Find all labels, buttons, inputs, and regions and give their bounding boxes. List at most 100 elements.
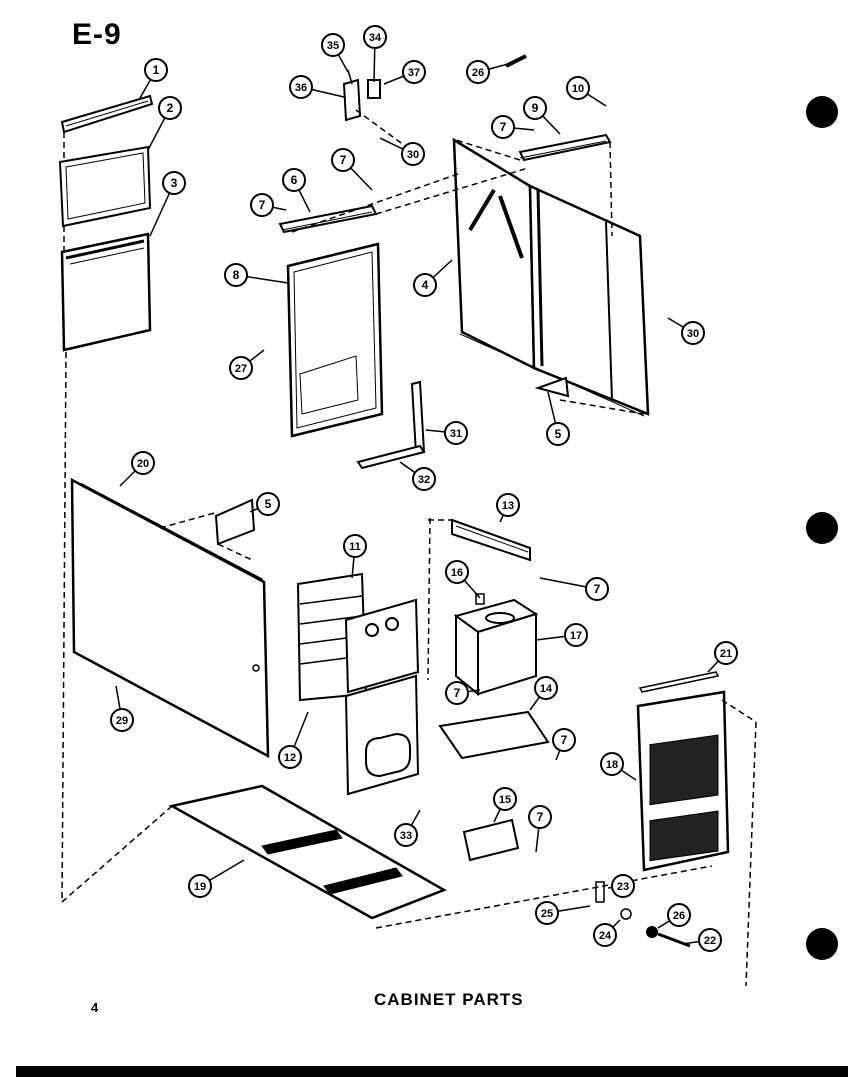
callout-label: 13 bbox=[502, 500, 514, 512]
callout-label: 34 bbox=[369, 32, 382, 44]
callout-7: 7 bbox=[331, 148, 373, 191]
callout-label: 8 bbox=[233, 268, 240, 282]
callout-circle bbox=[131, 451, 155, 475]
callout-label: 4 bbox=[422, 278, 429, 292]
callout-35: 35 bbox=[321, 33, 349, 73]
part-14-tray bbox=[438, 710, 550, 760]
callout-label: 26 bbox=[673, 910, 685, 922]
callout-16: 16 bbox=[445, 560, 481, 599]
callout-5: 5 bbox=[249, 492, 280, 516]
callout-circle bbox=[534, 676, 558, 700]
callout-label: 32 bbox=[418, 474, 430, 486]
callout-label: 36 bbox=[295, 82, 307, 94]
page-tag: E-9 bbox=[72, 18, 122, 51]
callout-18: 18 bbox=[600, 752, 637, 781]
part-24-washer bbox=[620, 908, 632, 920]
part-11-heat-exchanger bbox=[296, 572, 420, 796]
callout-14: 14 bbox=[529, 676, 558, 711]
callout-circle bbox=[493, 787, 517, 811]
diagram-caption: CABINET PARTS bbox=[374, 990, 524, 1009]
callout-26: 26 bbox=[466, 60, 509, 84]
callout-label: 20 bbox=[137, 458, 149, 470]
callout-34: 34 bbox=[363, 25, 387, 83]
callout-circle bbox=[445, 681, 469, 705]
callout-circle bbox=[401, 142, 425, 166]
part-8-side-panel bbox=[286, 242, 384, 438]
part-26-screw-top bbox=[505, 54, 527, 68]
callout-label: 18 bbox=[606, 759, 618, 771]
callout-label: 30 bbox=[407, 149, 419, 161]
callout-circle bbox=[528, 805, 552, 829]
part-1-trim-strip bbox=[60, 94, 154, 134]
callout-7: 7 bbox=[445, 681, 481, 705]
assembly-guide-lines bbox=[61, 109, 757, 987]
callout-circle bbox=[413, 273, 437, 297]
callout-label: 33 bbox=[400, 830, 412, 842]
callout-label: 7 bbox=[340, 153, 347, 167]
part-32-angle bbox=[356, 444, 426, 470]
callout-7: 7 bbox=[539, 577, 609, 601]
callout-10: 10 bbox=[566, 76, 607, 107]
callout-33: 33 bbox=[394, 809, 421, 847]
callout-label: 21 bbox=[720, 648, 732, 660]
callout-circle bbox=[278, 745, 302, 769]
callout-circle bbox=[681, 321, 705, 345]
callout-circle bbox=[282, 168, 306, 192]
callout-label: 35 bbox=[327, 40, 339, 52]
binder-hole-middle bbox=[806, 512, 838, 544]
callout-37: 37 bbox=[383, 60, 426, 85]
callout-label: 37 bbox=[408, 67, 420, 79]
callout-circle bbox=[491, 115, 515, 139]
callout-7: 7 bbox=[528, 805, 552, 853]
part-4-back-panel bbox=[452, 137, 650, 417]
callout-label: 5 bbox=[555, 427, 562, 441]
part-3-access-panel bbox=[60, 232, 152, 352]
callout-circle bbox=[110, 708, 134, 732]
binder-hole-top bbox=[806, 96, 838, 128]
callout-12: 12 bbox=[278, 711, 309, 769]
callout-circle bbox=[593, 923, 617, 947]
part-16-clip bbox=[475, 593, 485, 605]
callout-label: 27 bbox=[235, 363, 247, 375]
callout-label: 29 bbox=[116, 715, 128, 727]
callout-label: 3 bbox=[171, 176, 178, 190]
scan-edge-bar bbox=[16, 1066, 848, 1077]
callout-circle bbox=[256, 492, 280, 516]
part-21-strip bbox=[638, 671, 720, 693]
callout-29: 29 bbox=[110, 685, 134, 732]
callout-15: 15 bbox=[493, 787, 517, 823]
callout-circle bbox=[566, 76, 590, 100]
part-9-top-rail bbox=[518, 133, 612, 162]
callout-5: 5 bbox=[546, 391, 570, 446]
callout-3: 3 bbox=[149, 171, 186, 237]
callout-label: 24 bbox=[599, 930, 612, 942]
callout-label: 7 bbox=[594, 582, 601, 596]
callout-23: 23 bbox=[607, 874, 635, 898]
page-number: 4 bbox=[91, 1000, 99, 1015]
callout-11: 11 bbox=[343, 534, 367, 579]
callout-circle bbox=[600, 752, 624, 776]
part-17-blower-housing bbox=[453, 598, 539, 697]
callout-label: 6 bbox=[291, 173, 298, 187]
callout-24: 24 bbox=[593, 919, 621, 947]
callout-circle bbox=[331, 148, 355, 172]
callout-circle bbox=[289, 75, 313, 99]
callout-layer: 1234556777777789101112131415161718192021… bbox=[110, 25, 738, 952]
part-23-latch bbox=[595, 881, 605, 903]
part-19-base-pan bbox=[168, 784, 447, 920]
callout-circle bbox=[564, 623, 588, 647]
callout-30: 30 bbox=[379, 137, 425, 166]
callout-circle bbox=[188, 874, 212, 898]
callout-circle bbox=[412, 467, 436, 491]
callout-circle bbox=[250, 193, 274, 217]
callout-9: 9 bbox=[523, 96, 561, 135]
callout-label: 23 bbox=[617, 881, 629, 893]
part-13-bracket bbox=[451, 518, 531, 562]
callout-20: 20 bbox=[119, 451, 155, 487]
callout-label: 22 bbox=[704, 935, 716, 947]
callout-25: 25 bbox=[535, 901, 591, 925]
callout-circle bbox=[667, 903, 691, 927]
callout-label: 10 bbox=[572, 83, 584, 95]
